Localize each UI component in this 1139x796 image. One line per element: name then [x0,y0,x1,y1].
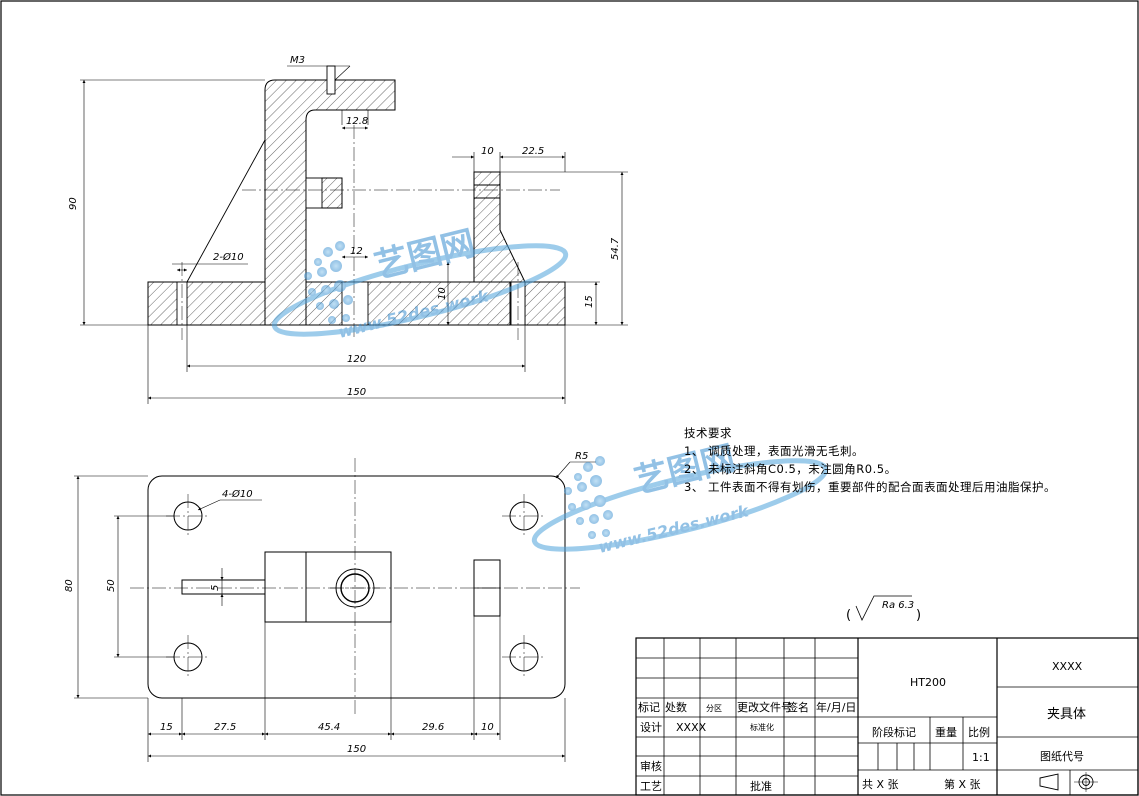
tech-note-1: 1、 调质处理，表面光滑无毛刺。 [684,444,864,458]
tb-approve-label: 批准 [750,779,772,793]
dim-80: 80 [64,579,75,592]
dim-10-bottom: 10 [481,722,494,733]
dim-5: 5 [210,585,221,591]
dim-120: 120 [347,354,366,365]
title-block-text: 标记 处数 分区 更改文件号 签名 年/月/日 设计 XXXX 标准化 审核 工… [638,660,1086,793]
tb-sheet-no: 第 X 张 [944,777,981,791]
dim-r5: R5 [575,451,588,462]
tb-count: 处数 [665,701,687,714]
tech-note-2: 2、 未标注斜角C0.5，未注圆角R0.5。 [684,462,897,476]
roughness-paren-left: ( [846,608,851,623]
roughness-value: Ra 6.3 [882,600,914,611]
technical-notes: 技术要求 1、 调质处理，表面光滑无毛刺。 2、 未标注斜角C0.5，未注圆角R… [684,424,1056,496]
front-view-dimensions: M3 12.8 10 22.5 90 54.7 15 2-Ø10 12 10 1… [68,55,621,398]
dim-2-holes: 2-Ø10 [213,251,244,263]
dim-22-5: 22.5 [522,146,544,157]
tb-date: 年/月/日 [816,700,856,714]
tb-drawing-no: XXXX [1052,660,1083,673]
roughness-paren-right: ) [916,608,921,623]
tb-mark: 标记 [638,700,660,714]
front-view [80,65,628,404]
dim-10-vert: 10 [437,287,448,300]
tb-part-name: 夹具体 [1047,707,1086,722]
dim-m3: M3 [290,55,305,66]
dim-12: 12 [350,246,363,257]
tb-scale: 1:1 [972,751,990,764]
top-view-dimensions: R5 4-Ø10 80 50 5 15 27.5 45.4 29.6 10 15… [64,451,588,755]
tech-note-3: 3、 工件表面不得有划伤，重要部件的配合面表面处理后用油脂保护。 [684,480,1056,494]
dim-45-4: 45.4 [318,722,340,733]
tb-process-label: 工艺 [640,780,662,793]
tech-notes-title: 技术要求 [684,426,732,440]
tb-scale-label: 比例 [968,725,990,739]
dim-54-7: 54.7 [610,237,621,260]
tb-standard-label: 标准化 [750,722,774,732]
tb-design-label: 设计 [640,721,662,734]
tb-weight-label: 重量 [935,725,957,739]
dim-150-front: 150 [347,387,366,398]
dim-12-8: 12.8 [346,116,368,127]
dim-29-6: 29.6 [422,722,444,733]
dim-27-5: 27.5 [214,722,236,733]
dim-150-top: 150 [347,744,366,755]
tb-review-label: 审核 [640,759,662,773]
tb-signature: 签名 [787,700,809,714]
tb-designer: XXXX [676,721,707,734]
tb-material: HT200 [910,676,946,689]
tb-change-doc: 更改文件号 [737,700,792,714]
roughness-symbol: ( Ra 6.3 ) [846,595,921,623]
tb-sheets: 共 X 张 [862,778,899,791]
tb-code-label: 图纸代号 [1040,750,1084,763]
dim-15-vert: 15 [584,295,595,308]
tb-stage-label: 阶段标记 [872,725,916,739]
title-block [635,637,1139,796]
watermark-brand-1: 艺图网 [371,223,480,286]
tb-zone: 分区 [706,704,722,713]
top-view [74,458,596,762]
dim-10-top: 10 [481,146,494,157]
dim-90: 90 [68,197,79,210]
dim-4-holes: 4-Ø10 [222,488,253,500]
dim-15-bottom: 15 [160,722,173,733]
watermark-url-2: www.52des.work [596,501,751,557]
dim-50: 50 [106,579,117,592]
